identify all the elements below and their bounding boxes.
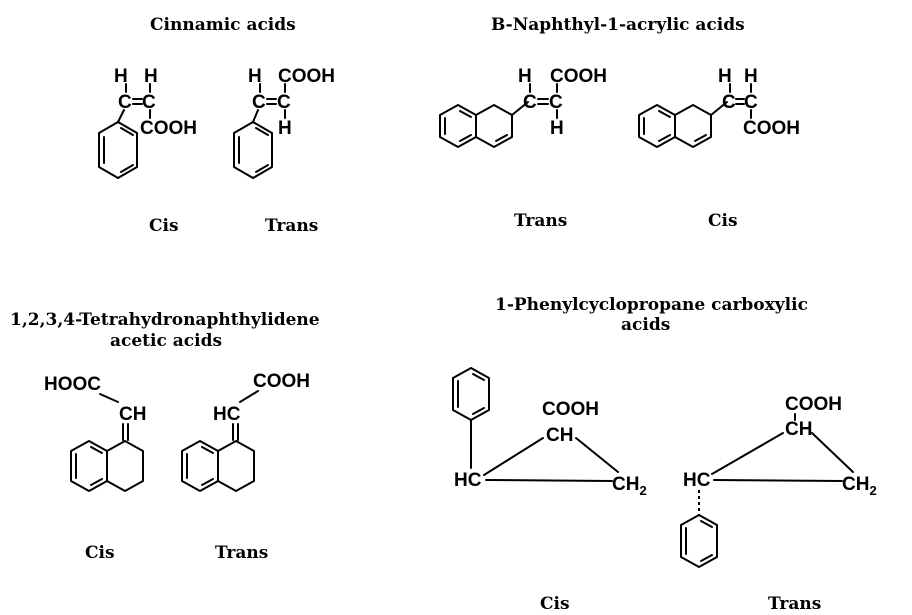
label-trans: Trans — [514, 211, 567, 231]
ring-double-bond — [658, 110, 671, 118]
benzene-ring — [680, 514, 718, 568]
molecule-cinnamic-trans: H COOH C C H — [233, 66, 335, 179]
ch-group: CH — [119, 404, 146, 425]
saturated-ring — [106, 440, 144, 492]
hc-group: HC — [213, 404, 241, 425]
hc-group: HC — [683, 470, 711, 491]
ch2-group: CH2 — [842, 474, 877, 498]
bond — [713, 479, 843, 482]
ring-double-bond — [201, 446, 214, 454]
ring-double-bond — [120, 164, 134, 173]
label-trans: Trans — [265, 216, 318, 236]
section-cinnamic-acids: Cinnamic acids H H C C COOH H COOH C — [98, 15, 335, 236]
ch-group: CH — [546, 425, 573, 446]
bond — [711, 432, 784, 475]
molecule-naphthyl-cis: H H C C COOH — [638, 66, 800, 148]
ch-group: CH — [785, 419, 812, 440]
section-naphthyl-acrylic-acids: B-Naphthyl-1-acrylic acids H COOH C C H — [439, 15, 800, 231]
bond — [117, 109, 125, 123]
label-trans: Trans — [215, 543, 268, 563]
bond — [485, 479, 613, 482]
label-cis: Cis — [708, 211, 738, 231]
ring-double-bond — [90, 478, 103, 486]
ring-double-bond — [700, 554, 713, 562]
atom-c: C — [744, 92, 758, 113]
ring-double-bond — [120, 127, 134, 136]
label-cis: Cis — [149, 216, 179, 236]
cooh-group: COOH — [140, 118, 197, 139]
cooh-group: COOH — [278, 66, 335, 87]
atom-h: H — [278, 118, 292, 139]
ring-double-bond — [459, 134, 472, 142]
atom-c: C — [252, 92, 266, 113]
bond — [252, 109, 259, 123]
molecule-tetrahydro-cis: HOOC CH — [44, 374, 146, 492]
ring-double-bond — [90, 446, 103, 454]
atom-h: H — [718, 66, 732, 87]
section-title-tetrahydro-line1: 1,2,3,4-Tetrahydronaphthylidene — [10, 310, 320, 330]
section-title-cyclopropane-line1: 1-Phenylcyclopropane carboxylic — [495, 295, 808, 315]
ring-double-bond — [255, 164, 269, 173]
cooh-group: COOH — [550, 66, 607, 87]
ring-double-bond — [472, 373, 485, 381]
atom-c: C — [142, 92, 156, 113]
label-trans: Trans — [768, 594, 821, 614]
atom-c: C — [277, 92, 291, 113]
atom-c: C — [118, 92, 132, 113]
ring-double-bond — [201, 478, 214, 486]
ring-double-bond — [459, 110, 472, 118]
cooh-group: COOH — [542, 399, 599, 420]
bond — [511, 101, 529, 116]
bond — [811, 432, 854, 473]
ring-double-bond — [694, 134, 707, 142]
atom-h: H — [518, 66, 532, 87]
molecule-cyclopropane-cis: COOH CH HC CH2 — [452, 367, 647, 498]
cooh-group: COOH — [253, 371, 310, 392]
hc-group: HC — [454, 470, 482, 491]
section-phenylcyclopropane-acids: 1-Phenylcyclopropane carboxylic acids CO… — [452, 295, 877, 614]
ch2-group: CH2 — [612, 474, 647, 498]
section-title-naphthyl: B-Naphthyl-1-acrylic acids — [491, 15, 745, 35]
ring-double-bond — [700, 520, 713, 528]
molecule-naphthyl-trans: H COOH C C H — [439, 66, 607, 148]
naphthalene-ring-right — [674, 104, 712, 148]
benzene-ring — [233, 121, 273, 179]
atom-h: H — [248, 66, 262, 87]
saturated-ring — [217, 440, 255, 492]
label-cis: Cis — [540, 594, 570, 614]
section-title-tetrahydro-line2: acetic acids — [110, 331, 222, 351]
bond — [239, 390, 259, 403]
atom-c: C — [722, 92, 736, 113]
ring-double-bond — [472, 407, 485, 415]
molecule-cinnamic-cis: H H C C COOH — [98, 66, 197, 179]
cooh-group: COOH — [743, 118, 800, 139]
label-cis: Cis — [85, 543, 115, 563]
atom-c: C — [549, 92, 563, 113]
bond — [575, 437, 619, 473]
section-title-cinnamic: Cinnamic acids — [150, 15, 296, 35]
atom-h: H — [550, 118, 564, 139]
molecule-tetrahydro-trans: COOH HC — [181, 371, 310, 492]
bond — [99, 393, 119, 403]
ring-double-bond — [495, 134, 508, 142]
naphthalene-ring-right — [475, 104, 513, 148]
section-title-cyclopropane-line2: acids — [621, 315, 670, 335]
atom-c: C — [523, 92, 537, 113]
ring-double-bond — [658, 134, 671, 142]
cooh-group: COOH — [785, 394, 842, 415]
atom-h: H — [114, 66, 128, 87]
benzene-ring — [98, 121, 138, 179]
atom-h: H — [144, 66, 158, 87]
molecule-cyclopropane-trans: COOH CH HC CH2 — [680, 394, 877, 568]
hooc-group: HOOC — [44, 374, 101, 395]
ring-double-bond — [255, 127, 269, 136]
bond — [483, 437, 544, 476]
section-tetrahydronaphthylidene-acids: 1,2,3,4-Tetrahydronaphthylidene acetic a… — [10, 310, 320, 563]
atom-h: H — [744, 66, 758, 87]
bond — [710, 101, 728, 116]
